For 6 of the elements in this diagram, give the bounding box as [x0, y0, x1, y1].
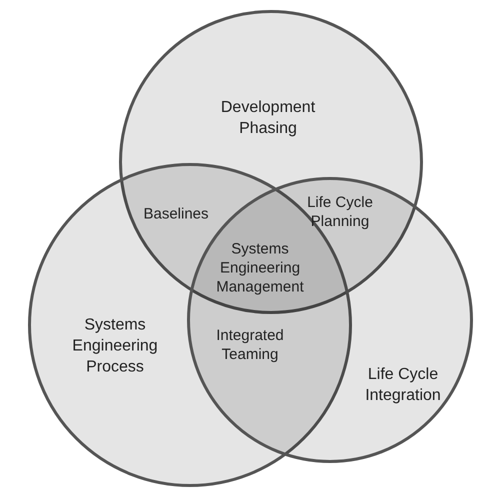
overlap-label: Systems Engineering Management — [215, 240, 305, 296]
overlap-label: Baselines — [142, 204, 210, 224]
circle-label: Development Phasing — [220, 98, 316, 139]
circle-label: Systems Engineering Process — [71, 316, 159, 378]
overlap-label: Integrated Teaming — [215, 326, 285, 364]
circle-label: Life Cycle Integration — [364, 365, 442, 406]
